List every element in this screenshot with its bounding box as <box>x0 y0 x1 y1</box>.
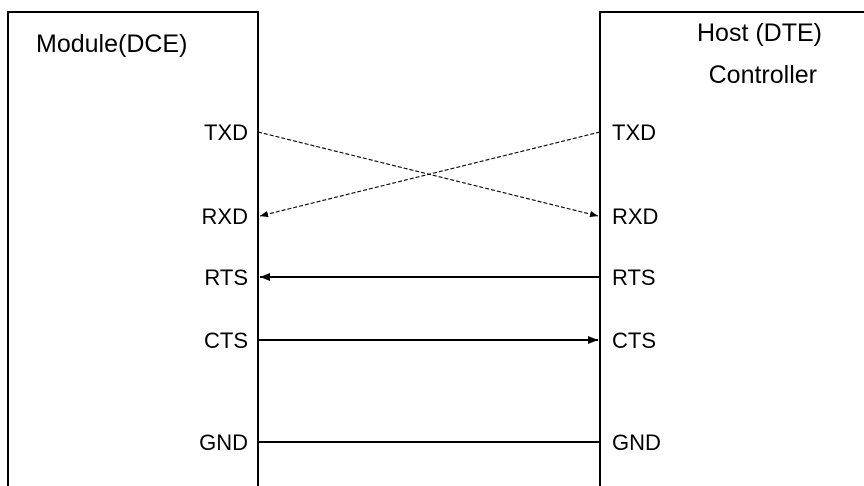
host-pin-rxd: RXD <box>612 204 658 229</box>
module-pin-txd: TXD <box>204 120 248 145</box>
module-pin-gnd: GND <box>199 430 248 455</box>
module-box <box>7 11 259 486</box>
host-title-line1: Host (DTE) <box>697 19 822 47</box>
host-box <box>599 11 864 486</box>
host-pin-rts: RTS <box>612 265 656 290</box>
host-pin-txd: TXD <box>612 120 656 145</box>
module-pin-rxd: RXD <box>202 204 248 229</box>
module-title: Module(DCE) <box>36 30 187 58</box>
module-pin-rts: RTS <box>204 265 248 290</box>
module-pin-cts: CTS <box>204 328 248 353</box>
host-pin-gnd: GND <box>612 430 661 455</box>
host-title-line2: Controller <box>709 61 817 89</box>
wire-host-txd-to-module-rxd <box>259 131 601 218</box>
host-pin-cts: CTS <box>612 328 656 353</box>
